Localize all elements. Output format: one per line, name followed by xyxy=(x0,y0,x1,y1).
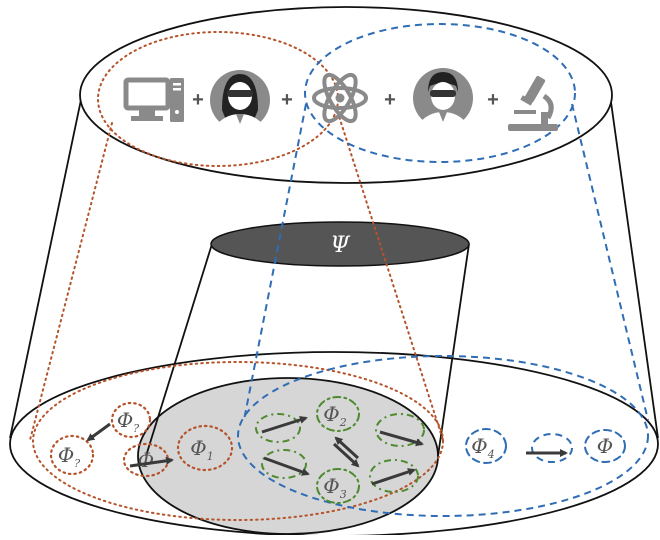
phi-3-subscript: 3 xyxy=(340,488,347,501)
female-researcher-icon xyxy=(210,70,270,144)
computer-icon xyxy=(123,77,184,122)
phi-3-ring xyxy=(316,468,360,504)
phi-unknown-top-ring xyxy=(110,401,152,439)
male-researcher-icon xyxy=(413,68,473,142)
psi-label: Ψ xyxy=(330,233,350,258)
arrow-to-phi-left xyxy=(86,422,111,442)
phi-unknown-right-label: Φ xyxy=(138,448,154,472)
green-ring-1 xyxy=(255,413,301,443)
plus-sign: + xyxy=(487,89,499,111)
phi-2-ring xyxy=(316,396,360,432)
inner-gray-ellipse xyxy=(137,377,439,535)
arrow-phi3-to-phi2 xyxy=(334,436,360,460)
green-ring-2 xyxy=(261,449,307,479)
phi-2-subscript: 2 xyxy=(339,416,347,429)
top-ellipse xyxy=(79,6,613,184)
green-ring-4 xyxy=(369,459,419,493)
inner-right-side xyxy=(437,243,470,457)
blue-projection xyxy=(237,23,649,517)
orange-right-line xyxy=(335,106,444,441)
arrow-phi2-to-phi3 xyxy=(332,442,360,468)
arrow-phi2-to-out xyxy=(379,430,424,447)
orange-left-line xyxy=(29,122,113,441)
arrow-phi1-to-phi2 xyxy=(261,416,308,434)
arrow-phi1-to-phi3 xyxy=(263,456,310,476)
phi-4-subscript: 4 xyxy=(487,448,495,461)
arrow-to-phi-1 xyxy=(129,456,174,468)
phi-unknown-left-ring xyxy=(49,434,95,476)
atom-icon xyxy=(312,72,368,124)
orange-bottom-ellipse xyxy=(32,361,444,521)
microscope-icon xyxy=(508,75,558,131)
blue-top-ellipse xyxy=(304,23,576,163)
outer-left-side xyxy=(9,94,83,439)
plus-sign: + xyxy=(192,89,204,111)
phi-final-ring xyxy=(584,429,626,463)
phi-final-label: Φ xyxy=(597,434,613,458)
arrow-phi3-to-out xyxy=(371,468,416,486)
blue-ring xyxy=(531,433,573,463)
blue-left-line xyxy=(243,103,307,421)
green-ring-3 xyxy=(375,413,425,447)
phi-1-subscript: 1 xyxy=(207,450,214,463)
blue-right-line xyxy=(571,103,649,421)
inner-left-side xyxy=(145,243,213,457)
arrows xyxy=(86,416,568,486)
plus-sign: + xyxy=(281,89,293,111)
outer-right-side xyxy=(609,94,659,439)
phi-1-ring xyxy=(176,424,234,472)
plus-sign: + xyxy=(384,89,396,111)
phi-unknown-left-subscript: ? xyxy=(74,457,80,470)
phi-4-ring xyxy=(465,428,507,464)
phi-unknown-top-subscript: ? xyxy=(133,422,139,435)
blue-bottom-ellipse xyxy=(237,355,649,517)
psi-ellipse xyxy=(210,221,470,267)
